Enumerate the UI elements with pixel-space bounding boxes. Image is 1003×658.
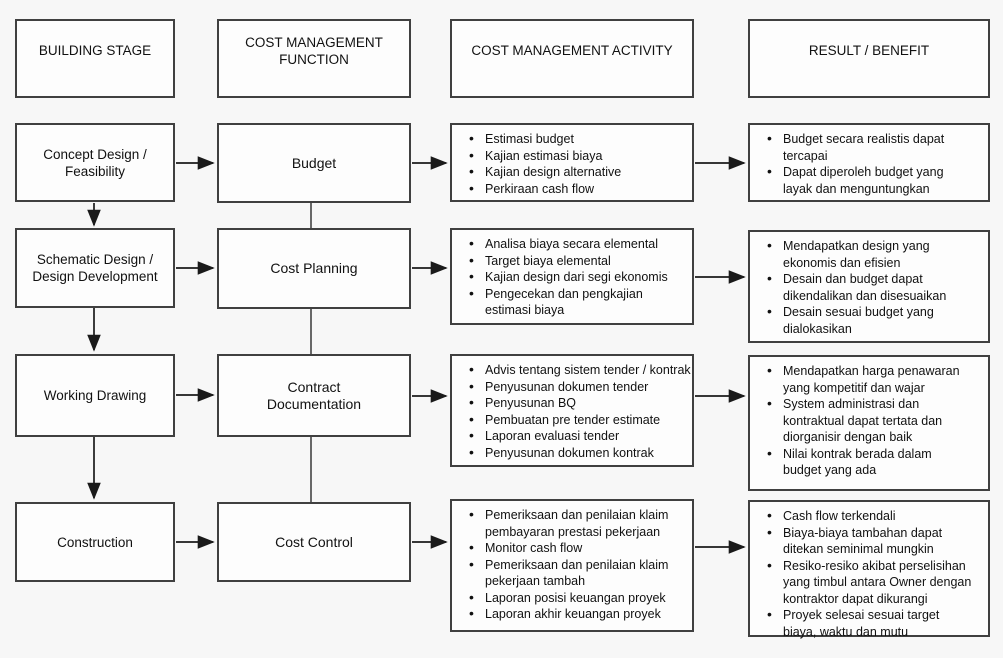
function-box-contract-documentation: Contract Documentation xyxy=(217,354,411,437)
function-to-activity-arrows xyxy=(412,156,448,549)
stage-to-function-arrows xyxy=(176,156,215,549)
header-result-benefit-label: RESULT / BENEFIT xyxy=(808,43,930,58)
bullet-item: Mendapatkan harga penawaran yang kompeti… xyxy=(767,362,985,396)
bullet-item: Penyusunan dokumen kontrak xyxy=(469,444,689,462)
bullet-item: Mendapatkan design yang ekonomis dan efi… xyxy=(767,237,985,271)
result-box-contract-documentation: Mendapatkan harga penawaran yang kompeti… xyxy=(748,355,990,491)
result-list: Mendapatkan harga penawaran yang kompeti… xyxy=(750,357,988,482)
bullet-item: Estimasi budget xyxy=(469,130,689,148)
function-label: Cost Planning xyxy=(270,260,358,276)
activity-list: Advis tentang sistem tender / kontrakPen… xyxy=(452,356,692,464)
bullet-item: Desain sesuai budget yang dialokasikan xyxy=(767,303,985,337)
bullet-item: Pemeriksaan dan penilaian klaim pembayar… xyxy=(469,506,689,540)
bullet-item: Monitor cash flow xyxy=(469,539,689,557)
result-box-budget: Budget secara realistis dapat tercapaiDa… xyxy=(748,123,990,202)
header-building-stage: BUILDING STAGE xyxy=(15,19,175,98)
stage-box-working-drawing: Working Drawing xyxy=(15,354,175,437)
bullet-item: Kajian estimasi biaya xyxy=(469,147,689,165)
function-box-cost-planning: Cost Planning xyxy=(217,228,411,309)
function-label: Contract Documentation xyxy=(266,378,362,412)
bullet-item: Perkiraan cash flow xyxy=(469,180,689,198)
header-building-stage-label: BUILDING STAGE xyxy=(38,43,152,58)
bullet-item: Dapat diperoleh budget yang layak dan me… xyxy=(767,163,985,197)
activity-list: Pemeriksaan dan penilaian klaim pembayar… xyxy=(452,501,692,626)
header-cost-management-activity-label: COST MANAGEMENT ACTIVITY xyxy=(471,43,673,58)
function-box-budget: Budget xyxy=(217,123,411,203)
activity-list: Analisa biaya secara elementalTarget bia… xyxy=(452,230,692,322)
bullet-item: Analisa biaya secara elemental xyxy=(469,235,689,253)
result-list: Mendapatkan design yang ekonomis dan efi… xyxy=(750,232,988,340)
result-box-cost-planning: Mendapatkan design yang ekonomis dan efi… xyxy=(748,230,990,343)
activity-box-budget: Estimasi budgetKajian estimasi biayaKaji… xyxy=(450,123,694,202)
function-label: Cost Control xyxy=(275,533,353,550)
bullet-item: Penyusunan BQ xyxy=(469,394,689,412)
bullet-item: Kajian design alternative xyxy=(469,163,689,181)
bullet-item: Cash flow terkendali xyxy=(767,507,985,525)
bullet-item: Laporan evaluasi tender xyxy=(469,427,689,445)
stage-label: Working Drawing xyxy=(43,388,147,403)
bullet-item: Pengecekan dan pengkajian estimasi biaya xyxy=(469,285,689,319)
stage-label: Construction xyxy=(57,534,133,550)
stage-box-concept-design: Concept Design / Feasibility xyxy=(15,123,175,202)
bullet-item: Nilai kontrak berada dalam budget yang a… xyxy=(767,445,985,479)
function-label: Budget xyxy=(291,154,337,171)
activity-box-contract-documentation: Advis tentang sistem tender / kontrakPen… xyxy=(450,354,694,467)
bullet-item: Laporan posisi keuangan proyek xyxy=(469,589,689,607)
bullet-item: Budget secara realistis dapat tercapai xyxy=(767,130,985,164)
header-cost-management-activity: COST MANAGEMENT ACTIVITY xyxy=(450,19,694,98)
bullet-item: System administrasi dan kontraktual dapa… xyxy=(767,395,985,446)
bullet-item: Pemeriksaan dan penilaian klaim pekerjaa… xyxy=(469,556,689,590)
bullet-item: Resiko-resiko akibat perselisihan yang t… xyxy=(767,557,985,608)
activity-box-cost-control: Pemeriksaan dan penilaian klaim pembayar… xyxy=(450,499,694,632)
header-cost-management-function: COST MANAGEMENT FUNCTION xyxy=(217,19,411,98)
activity-list: Estimasi budgetKajian estimasi biayaKaji… xyxy=(452,125,692,200)
function-box-cost-control: Cost Control xyxy=(217,502,411,582)
activity-box-cost-planning: Analisa biaya secara elementalTarget bia… xyxy=(450,228,694,325)
bullet-item: Target biaya elemental xyxy=(469,252,689,270)
bullet-item: Pembuatan pre tender estimate xyxy=(469,411,689,429)
result-list: Cash flow terkendaliBiaya-biaya tambahan… xyxy=(750,502,988,643)
stage-box-construction: Construction xyxy=(15,502,175,582)
stage-label: Schematic Design / Design Development xyxy=(32,252,158,284)
bullet-item: Penyusunan dokumen tender xyxy=(469,378,689,396)
header-result-benefit: RESULT / BENEFIT xyxy=(748,19,990,98)
stage-box-schematic-design: Schematic Design / Design Development xyxy=(15,228,175,308)
result-list: Budget secara realistis dapat tercapaiDa… xyxy=(750,125,988,200)
bullet-item: Advis tentang sistem tender / kontrak xyxy=(469,361,691,379)
bullet-item: Desain dan budget dapat dikendalikan dan… xyxy=(767,270,985,304)
activity-to-result-arrows xyxy=(695,156,746,554)
stage-label: Concept Design / Feasibility xyxy=(43,146,147,179)
bullet-item: Kajian design dari segi ekonomis xyxy=(469,268,689,286)
bullet-item: Laporan akhir keuangan proyek xyxy=(469,605,689,623)
header-cost-management-function-label: COST MANAGEMENT FUNCTION xyxy=(245,34,383,67)
bullet-item: Biaya-biaya tambahan dapat ditekan semin… xyxy=(767,524,985,558)
result-box-cost-control: Cash flow terkendaliBiaya-biaya tambahan… xyxy=(748,500,990,639)
bullet-item: Proyek selesai sesuai target biaya, wakt… xyxy=(767,606,985,640)
